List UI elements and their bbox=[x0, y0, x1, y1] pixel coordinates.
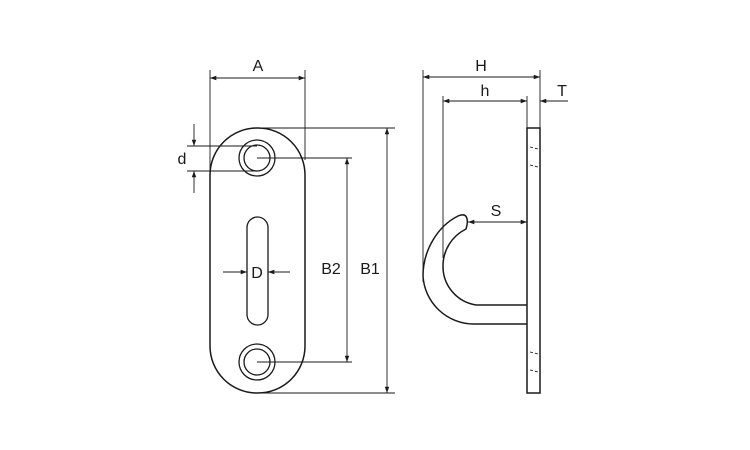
label-B1: B1 bbox=[360, 261, 380, 278]
label-T: T bbox=[557, 83, 567, 100]
label-d: d bbox=[178, 151, 187, 168]
label-H: H bbox=[475, 58, 487, 75]
label-A: A bbox=[253, 58, 264, 75]
base-plate-front bbox=[209, 127, 306, 394]
label-S: S bbox=[491, 203, 502, 220]
hook-profile bbox=[422, 214, 527, 325]
hidden-hole-marks bbox=[529, 146, 539, 373]
label-D: D bbox=[251, 265, 263, 282]
label-h: h bbox=[481, 83, 490, 100]
label-B2: B2 bbox=[321, 261, 341, 278]
base-plate-side bbox=[526, 127, 541, 394]
